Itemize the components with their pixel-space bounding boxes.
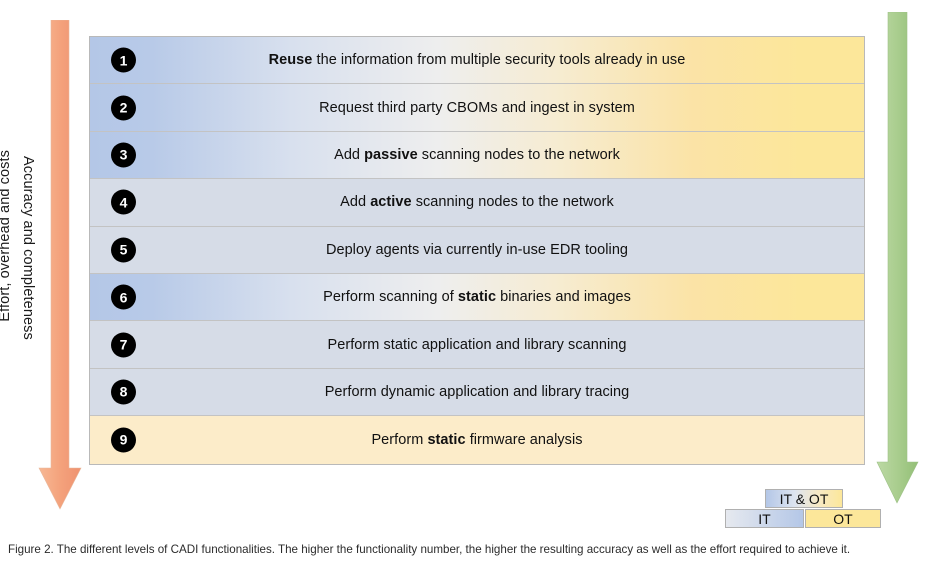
down-arrow-icon — [38, 20, 82, 510]
level-number-badge: 6 — [111, 284, 136, 310]
level-text-rest: scanning nodes to the network — [417, 146, 620, 163]
level-text-rest: scanning nodes to the network — [411, 194, 614, 211]
level-text-emphasis: static — [457, 289, 497, 306]
figure-caption: Figure 2. The different levels of CADI f… — [8, 543, 851, 556]
level-text-pre: Add — [340, 194, 371, 211]
level-number-badge: 8 — [111, 379, 136, 405]
level-text-rest: binaries and images — [496, 289, 631, 306]
level-number-badge: 1 — [111, 47, 136, 73]
legend-item-ot: OT — [805, 509, 881, 528]
level-text-rest: Perform static application and library s… — [327, 336, 627, 353]
level-text-pre: Perform scanning of — [323, 289, 458, 306]
level-description: Request third party CBOMs and ingest in … — [90, 100, 864, 116]
level-number-badge: 4 — [111, 189, 136, 215]
effort-arrow-label: Effort, overhead and costs — [0, 150, 13, 322]
effort-arrow — [38, 20, 82, 510]
level-number-badge: 9 — [111, 427, 136, 453]
level-number-badge: 3 — [111, 142, 136, 168]
level-text-pre: Add — [334, 146, 365, 163]
level-description: Deploy agents via currently in-use EDR t… — [90, 242, 864, 258]
level-text-emphasis: active — [370, 194, 412, 211]
level-text-emphasis: static — [427, 431, 466, 448]
level-text-rest: Request third party CBOMs and ingest in … — [319, 99, 635, 116]
accuracy-arrow-label: Accuracy and completeness — [20, 156, 36, 340]
down-arrow-icon — [876, 12, 919, 504]
legend-item-it: IT — [725, 509, 804, 528]
level-row: 8 Perform dynamic application and library… — [90, 368, 864, 417]
level-description: Perform scanning of static binaries and … — [90, 289, 864, 305]
level-text-rest: Deploy agents via currently in-use EDR t… — [325, 241, 629, 258]
accuracy-arrow — [876, 12, 920, 504]
level-description: Perform static firmware analysis — [90, 432, 864, 448]
level-description: Add active scanning nodes to the network — [90, 194, 864, 210]
level-text-pre: Perform — [371, 431, 428, 448]
level-description: Add passive scanning nodes to the networ… — [90, 147, 864, 163]
level-text-rest: Perform dynamic application and library … — [324, 383, 630, 400]
level-row: 2 Request third party CBOMs and ingest in… — [90, 84, 864, 132]
level-text-emphasis: passive — [364, 146, 418, 163]
level-text-rest: firmware analysis — [465, 431, 583, 448]
level-text-emphasis: Reuse — [268, 52, 313, 69]
legend-item-it-and-ot: IT & OT — [765, 489, 843, 508]
level-description: Perform dynamic application and library … — [90, 384, 864, 400]
level-number-badge: 5 — [111, 237, 136, 263]
level-row: 5 Deploy agents via currently in-use EDR … — [90, 226, 864, 274]
level-text-rest: the information from multiple security t… — [312, 52, 686, 69]
level-description: Perform static application and library s… — [90, 337, 864, 353]
level-row: 7 Perform static application and library … — [90, 321, 864, 369]
level-description: Reuse the information from multiple secu… — [90, 52, 864, 68]
level-number-badge: 7 — [111, 332, 136, 358]
level-number-badge: 2 — [111, 95, 136, 121]
